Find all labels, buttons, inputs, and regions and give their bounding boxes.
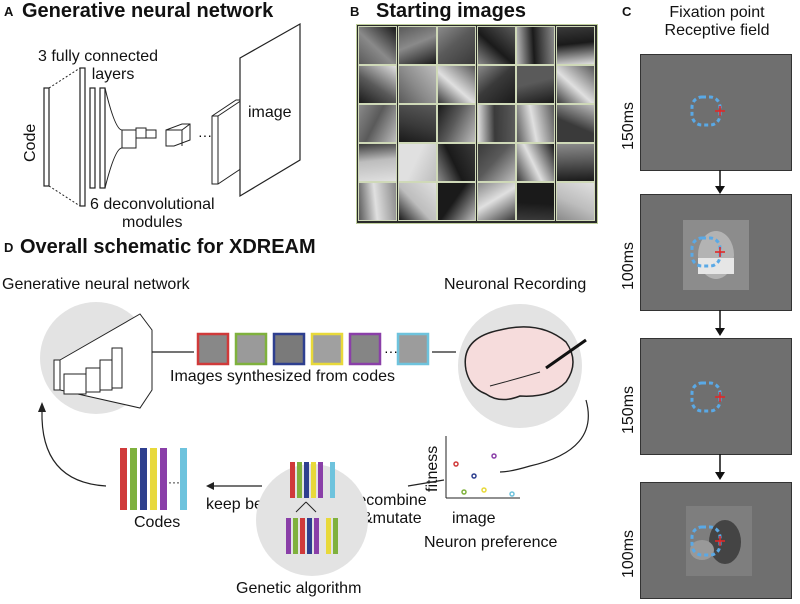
starting-image-tile [358, 182, 397, 221]
starting-image-tile [358, 65, 397, 104]
receptive-field-1 [690, 95, 722, 127]
starting-image-tile [516, 26, 555, 65]
fitness-point-yellow [481, 487, 487, 493]
code-layer [43, 87, 50, 187]
deconv-module-3 [145, 129, 157, 139]
starting-image-tile [397, 182, 437, 221]
fitness-point-green [461, 489, 467, 495]
trial-sequence-overlay [683, 95, 752, 576]
receptive-field-3 [690, 381, 722, 413]
neuron-preference-label: Neuron preference [424, 534, 558, 551]
recombine-label: recombine [352, 492, 427, 509]
starting-image-tile [358, 26, 397, 65]
fitness-point-navy [471, 473, 477, 479]
electrode-icon [545, 338, 587, 370]
starting-image-tile [476, 104, 516, 143]
genetic-algorithm-label: Genetic algorithm [236, 580, 362, 597]
gnn-label: Generative neural network [2, 276, 190, 293]
starting-image-tile [516, 104, 555, 143]
code-bar-navy [140, 448, 147, 510]
fixation-point-3 [715, 392, 725, 402]
starting-image-tile [437, 104, 476, 143]
fitness-point-purple [491, 453, 497, 459]
brain-icon [464, 326, 574, 401]
code-bar-yellow [150, 448, 157, 510]
fitness-point-cyan [509, 491, 515, 497]
mutate-label: &mutate [362, 510, 422, 527]
fixation-point-1 [715, 106, 725, 116]
neuronal-recording-label: Neuronal Recording [444, 276, 587, 293]
ga-bottom-codes [286, 518, 338, 554]
deconv-modules-label: 6 deconvolutional modules [90, 196, 215, 231]
image-label: image [248, 104, 292, 121]
panel-c-header: Fixation point Receptive field [664, 4, 770, 39]
panel-d-title: Overall schematic for XDREAM [20, 236, 316, 258]
starting-image-tile [555, 104, 595, 143]
starting-image-tile [555, 182, 595, 221]
panel-b-letter: B [350, 4, 360, 19]
starting-image-tile [476, 143, 516, 182]
starting-image-tile [555, 65, 595, 104]
starting-image-tile [397, 26, 437, 65]
starting-image-tile [516, 143, 555, 182]
code-bar-purple [160, 448, 167, 510]
fc-layer-3 [99, 87, 106, 189]
fitness-point-red [453, 461, 459, 467]
starting-image-tile [516, 65, 555, 104]
svg-text:···: ··· [198, 127, 212, 143]
trial-screen-fixation-1 [640, 54, 792, 171]
receptive-field-2 [690, 236, 722, 268]
starting-image-tile [476, 182, 516, 221]
fc-layer-1 [79, 67, 86, 207]
codes-label: Codes [134, 514, 181, 531]
fixation-point-2 [715, 247, 725, 257]
code-label: Code [22, 123, 39, 162]
starting-image-tile [437, 143, 476, 182]
starting-image-tile [397, 65, 437, 104]
starting-image-tile [437, 26, 476, 65]
starting-image-tile [555, 26, 595, 65]
synth-image-4 [310, 332, 344, 366]
code-bar-cyan [180, 448, 187, 510]
starting-image-tile [358, 143, 397, 182]
starting-image-tile [358, 104, 397, 143]
panel-a-letter: A [4, 4, 14, 19]
starting-image-tile [516, 182, 555, 221]
deconv-module-1 [121, 129, 137, 149]
synth-image-6 [396, 332, 430, 366]
synth-image-5 [348, 332, 382, 366]
fixation-point-4 [715, 536, 725, 546]
synth-image-1 [196, 332, 230, 366]
synth-image-2 [234, 332, 268, 366]
starting-image-tile [397, 104, 437, 143]
fitness-scatter-plot [445, 436, 520, 499]
synth-image-3 [272, 332, 306, 366]
fc-layer-2 [89, 87, 96, 189]
svg-text:···: ··· [168, 475, 180, 489]
starting-image-tile [476, 26, 516, 65]
ga-top-codes [290, 462, 335, 498]
panel-b-title: Starting images [376, 0, 527, 22]
xdream-cycle-diagram: ··· ··· [38, 302, 589, 576]
svg-text:···: ··· [384, 343, 398, 359]
starting-image-tile [476, 65, 516, 104]
deconv-module-2 [135, 127, 147, 139]
panel-c-letter: C [622, 4, 632, 19]
fc-layers-label: 3 fully connected layers [38, 48, 159, 83]
panel-a-title: Generative neural network [22, 0, 274, 22]
starting-image-tile [437, 65, 476, 104]
panel-d-letter: D [4, 240, 14, 255]
code-bar-red [120, 448, 127, 510]
starting-image-tile [397, 143, 437, 182]
starting-image-tile [555, 143, 595, 182]
image-axis-label: image [452, 510, 496, 527]
code-bar-green [130, 448, 137, 510]
synthesized-images-label: Images synthesized from codes [170, 368, 395, 385]
starting-image-tile [437, 182, 476, 221]
generator-architecture-diagram: ··· [43, 22, 301, 207]
receptive-field-4 [690, 525, 722, 557]
